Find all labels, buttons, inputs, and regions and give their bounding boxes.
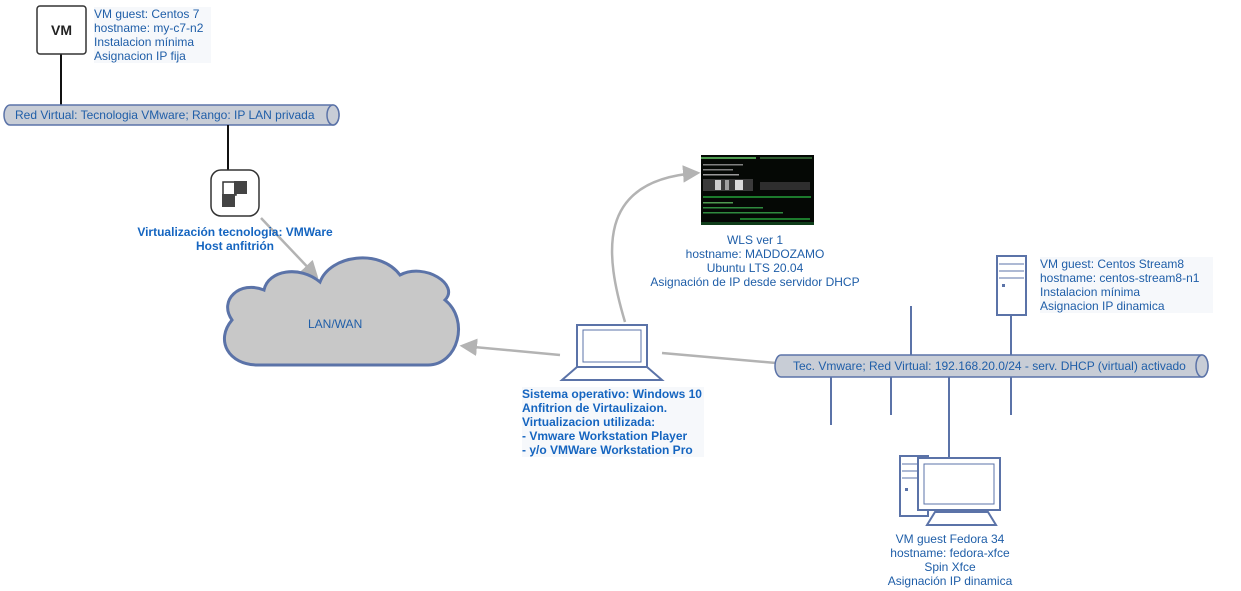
vm-centos7-label: VM guest: Centos 7 hostname: my-c7-n2 In… bbox=[94, 7, 212, 63]
laptop-label: Sistema operativo: Windows 10 Anfitrion … bbox=[522, 387, 704, 457]
vm-centos-stream8-line-2: hostname: centos-stream8-n1 bbox=[1040, 271, 1200, 285]
virtual-network-2-label: Tec. Vmware; Red Virtual: 192.168.20.0/2… bbox=[793, 359, 1186, 373]
vm-centos-stream8-line-1: VM guest: Centos Stream8 bbox=[1040, 257, 1185, 271]
arrow-host-to-cloud bbox=[260, 217, 319, 279]
laptop-line-3: Virtualizacion utilizada: bbox=[522, 415, 656, 429]
laptop-line-4: - Vmware Workstation Player bbox=[522, 429, 688, 443]
wls-line-1: WLS ver 1 bbox=[726, 233, 783, 247]
vm-centos-stream8-line-4: Asignacion IP dinamica bbox=[1040, 299, 1165, 313]
virtual-network-1-label: Red Virtual: Tecnologia VMware; Rango: I… bbox=[15, 108, 315, 122]
laptop-icon[interactable] bbox=[559, 324, 665, 381]
vm-centos7-line-3: Instalacion mínima bbox=[94, 35, 195, 49]
vm-centos7-line-1: VM guest: Centos 7 bbox=[94, 7, 200, 21]
virtual-network-1-pipe bbox=[3, 104, 340, 126]
wls-line-3: Ubuntu LTS 20.04 bbox=[706, 261, 804, 275]
vm-fedora-label: VM guest Fedora 34 hostname: fedora-xfce… bbox=[860, 532, 1040, 588]
arrow-laptop-to-wls bbox=[610, 165, 701, 323]
workstation-icon[interactable] bbox=[899, 455, 1001, 526]
wls-label: WLS ver 1 hostname: MADDOZAMO Ubuntu LTS… bbox=[640, 233, 870, 289]
vm-fedora-line-2: hostname: fedora-xfce bbox=[890, 546, 1010, 560]
vmware-icon[interactable] bbox=[210, 169, 260, 217]
laptop-line-2: Anfitrion de Virtaulizaion. bbox=[522, 401, 668, 415]
network-2-taps bbox=[830, 306, 1012, 458]
laptop-line-5: - y/o VMWare Workstation Pro bbox=[522, 443, 693, 457]
vm-fedora-line-3: Spin Xfce bbox=[924, 560, 976, 574]
vm-centos7-line-4: Asignacion IP fija bbox=[94, 49, 186, 63]
vm-centos7-icon-box[interactable] bbox=[36, 5, 87, 55]
wls-line-4: Asignación de IP desde servidor DHCP bbox=[650, 275, 860, 289]
laptop-to-network-2 bbox=[661, 351, 777, 365]
vm-centos-stream8-label: VM guest: Centos Stream8 hostname: cento… bbox=[1040, 257, 1214, 313]
cloud-shape bbox=[222, 256, 461, 367]
vm-icon-label: VM bbox=[51, 22, 72, 38]
virtualization-host-label: Virtualización tecnologia: VMWare Host a… bbox=[130, 225, 340, 253]
virtualization-host-line-1: Virtualización tecnologia: VMWare bbox=[137, 225, 333, 239]
arrow-laptop-to-cloud bbox=[459, 338, 561, 357]
virtual-network-2-pipe bbox=[774, 354, 1209, 378]
laptop-line-1: Sistema operativo: Windows 10 bbox=[522, 387, 702, 401]
virtualization-host-line-2: Host anfitrión bbox=[196, 239, 274, 253]
vm-fedora-line-1: VM guest Fedora 34 bbox=[895, 532, 1005, 546]
cloud-label: LAN/WAN bbox=[308, 317, 363, 331]
vm-centos-stream8-line-3: Instalacion mínima bbox=[1040, 285, 1141, 299]
vm-centos7-line-2: hostname: my-c7-n2 bbox=[94, 21, 204, 35]
server-tower-icon[interactable] bbox=[996, 255, 1027, 316]
vm-fedora-line-4: Asignación IP dinamica bbox=[887, 574, 1013, 588]
wls-line-2: hostname: MADDOZAMO bbox=[685, 247, 825, 261]
wls-terminal-image bbox=[701, 155, 814, 225]
